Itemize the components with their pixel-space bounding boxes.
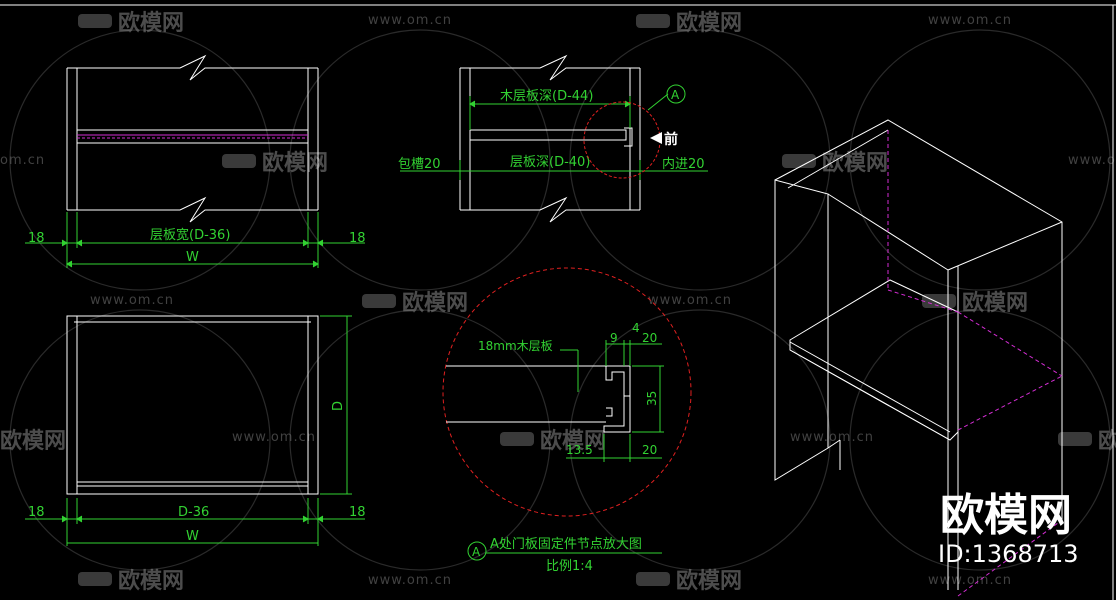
side-section-dimensions: [400, 96, 708, 180]
watermark-logo: 欧模网: [822, 150, 888, 176]
watermark-url: www.om.cn: [928, 573, 1012, 588]
dim-35: 35: [645, 391, 659, 406]
side-section-view: [459, 54, 641, 223]
watermark-url: www.om.cn: [648, 293, 732, 308]
watermark-logo: 欧模网: [676, 568, 742, 594]
overall-width-label: W: [186, 250, 199, 265]
detail-circle: [442, 267, 692, 517]
dim-4: 4: [632, 321, 640, 335]
front-arrow-icon: [650, 132, 662, 144]
shelf-width-label: 层板宽(D-36): [150, 227, 230, 243]
watermark-url-cut: om.cn: [0, 153, 45, 168]
watermark-logo: 欧模网: [118, 10, 184, 36]
watermark-url: www.om.cn: [232, 430, 316, 445]
dim-20-top: 20: [642, 331, 657, 345]
board-label: 18mm木层板: [478, 339, 553, 353]
depth-label: D: [331, 401, 346, 411]
right-panel-dimension: 18: [349, 231, 366, 246]
watermark-logo: 欧模网: [118, 568, 184, 594]
watermark-url-cut: www.om.cn: [1068, 153, 1116, 168]
shelf-depth-label: 层板深(D-40): [510, 155, 590, 170]
detail-dimensions: [560, 340, 664, 462]
inset-label: 内进20: [662, 156, 705, 172]
detail-title: A处门板固定件节点放大图: [490, 537, 642, 552]
dim-20-bottom: 20: [642, 443, 657, 457]
watermark-url: www.om.cn: [90, 293, 174, 308]
plan-view-dimensions: [25, 315, 365, 546]
front-elevation-dimensions: [25, 212, 365, 268]
plan-width-label: W: [186, 529, 199, 544]
watermark-url: www.om.cn: [790, 430, 874, 445]
watermark-logo: 欧模网: [262, 150, 328, 176]
dim-9: 9: [610, 331, 618, 345]
watermark-logo-cut: 欧模网: [0, 428, 66, 454]
model-id: ID:1368713: [938, 540, 1079, 568]
detail-title-letter: A: [472, 545, 481, 559]
watermark-logo: 欧模网: [962, 290, 1028, 316]
detail-title-marker: [467, 541, 487, 561]
wood-shelf-depth-label: 木层板深(D-44): [500, 89, 593, 104]
watermark-logo-cut: 欧模网: [1098, 428, 1116, 454]
cabinet-3d-view: [774, 119, 1063, 590]
callout-leader: [647, 93, 669, 111]
plan-left-dimension: 18: [28, 505, 45, 520]
cabinet-3d-hidden-lines: [887, 130, 1063, 597]
watermark-logo: 欧模网: [676, 10, 742, 36]
callout-letter: A: [671, 88, 680, 102]
front-label: 前: [664, 131, 678, 148]
dim-13-5: 13.5: [566, 443, 593, 457]
watermark-logo: 欧模网: [402, 290, 468, 316]
groove-label: 包槽20: [398, 157, 441, 172]
watermark-layer: www.om.cn www.om.cn www.om.cn www.om.cn …: [0, 10, 1116, 594]
detail-profile: [446, 365, 631, 433]
callout-marker: [666, 84, 686, 104]
watermark-url: www.om.cn: [928, 13, 1012, 28]
brand-logo: 欧模网: [940, 490, 1072, 541]
watermark-url: www.om.cn: [368, 13, 452, 28]
watermark-logo: 欧模网: [540, 428, 606, 454]
front-elevation-view: [66, 54, 319, 223]
plan-view: [66, 315, 319, 495]
detail-scale: 比例1:4: [546, 559, 593, 574]
left-panel-dimension: 18: [28, 231, 45, 246]
watermark-url: www.om.cn: [368, 573, 452, 588]
plan-right-dimension: 18: [349, 505, 366, 520]
plan-inner-label: D-36: [178, 505, 209, 520]
